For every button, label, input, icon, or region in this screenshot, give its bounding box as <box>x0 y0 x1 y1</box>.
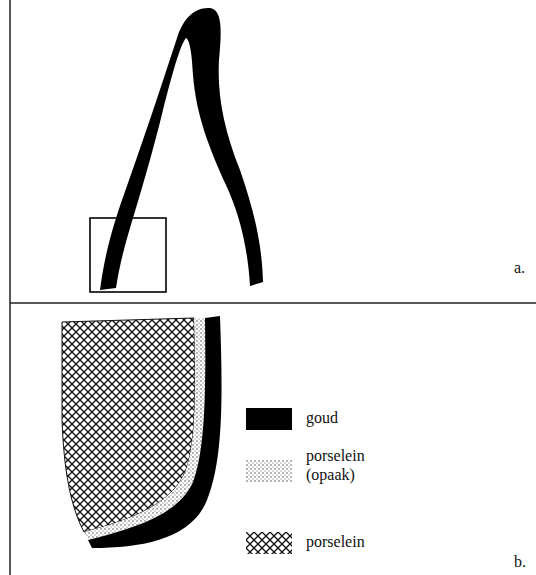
panel-label: a. <box>514 258 525 277</box>
frame-line <box>9 0 11 575</box>
divider-line <box>10 302 536 304</box>
legend-swatch <box>246 460 292 482</box>
legend-text: goud <box>306 408 386 427</box>
legend-swatch-fill <box>246 460 292 482</box>
crown-section <box>100 8 263 290</box>
legend-swatch <box>246 532 292 554</box>
gold-layer <box>88 316 222 548</box>
detail-frame <box>90 218 166 292</box>
legend-swatch-fill <box>246 408 292 430</box>
legend-text: porselein <box>306 532 386 551</box>
legend-text: porselein (opaak) <box>306 446 386 484</box>
panel-label: b. <box>514 552 526 571</box>
legend-swatch-fill <box>246 532 292 554</box>
legend-swatch <box>246 408 292 430</box>
